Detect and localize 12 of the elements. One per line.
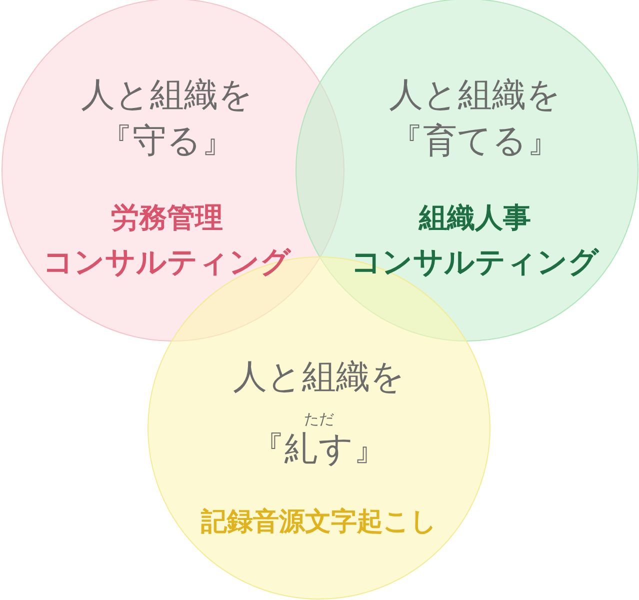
heading-text: 人と組織を [81, 76, 253, 116]
heading-text: 人と組織を [389, 76, 561, 116]
service-label: 記録音源文字起こし [201, 508, 437, 538]
heading-text: 人と組織を [233, 358, 405, 398]
service-label: 労務管理 [111, 202, 223, 234]
heading-text: 『育てる』 [389, 122, 561, 162]
heading-text: 『守る』 [98, 122, 236, 162]
heading-text: 『糺す』 [250, 430, 388, 470]
service-label: コンサルティング [43, 246, 291, 280]
service-label: 組織人事 [419, 202, 531, 234]
ruby-text: ただ [304, 411, 334, 428]
service-label: コンサルティング [351, 246, 599, 280]
